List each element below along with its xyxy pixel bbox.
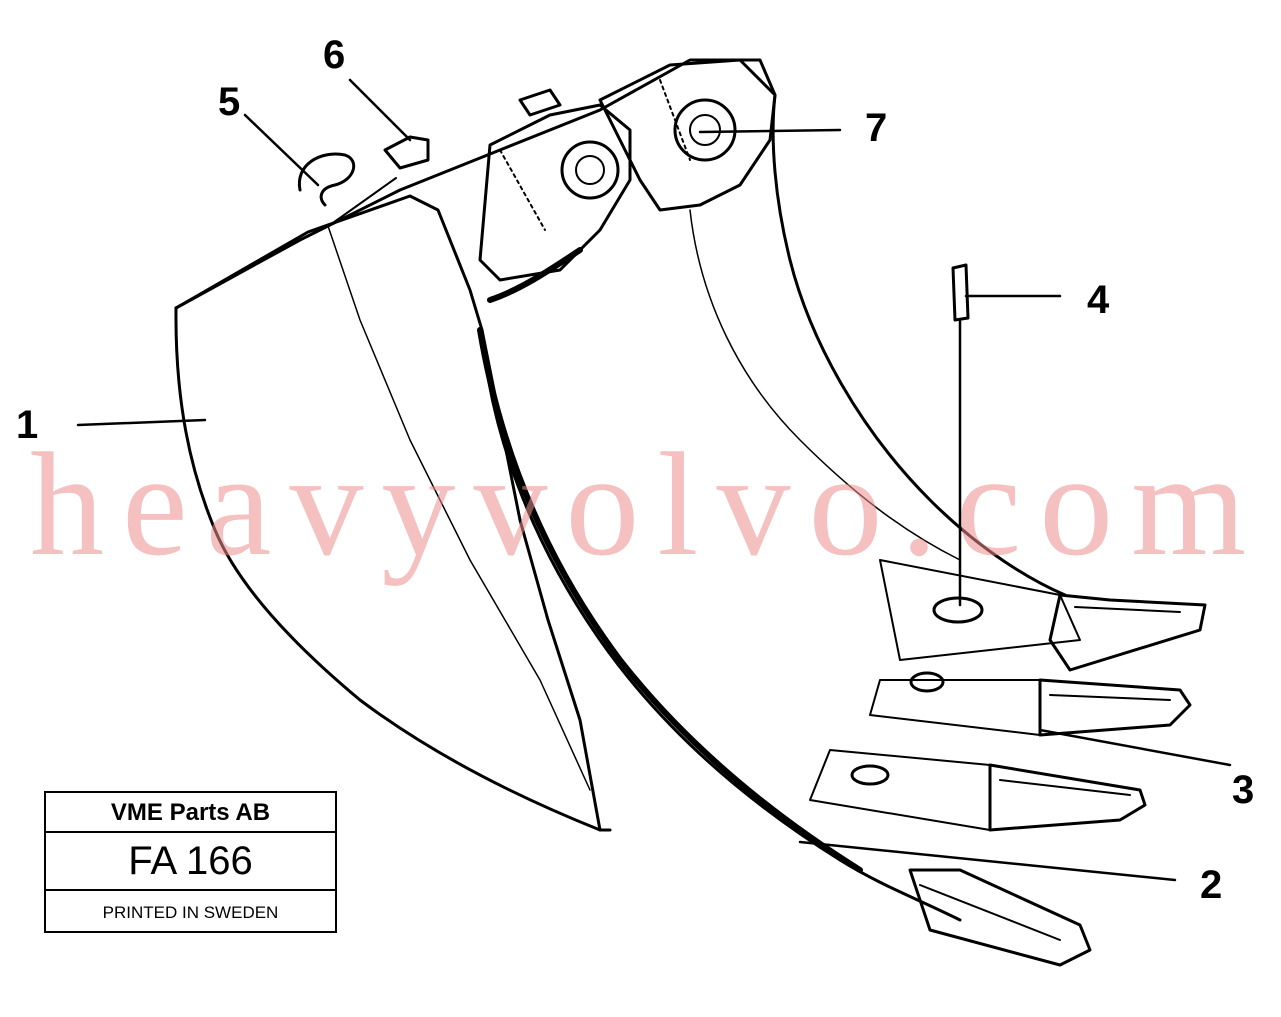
hinge-boss-right bbox=[598, 58, 777, 212]
tooth-bottom bbox=[908, 868, 1092, 967]
callout-5: 5 bbox=[218, 80, 241, 124]
side-plate-curve bbox=[174, 306, 602, 832]
callout-7: 7 bbox=[865, 106, 888, 150]
tooth-mid bbox=[1038, 678, 1192, 737]
callout-4: 4 bbox=[1087, 278, 1110, 322]
leader-2 bbox=[798, 840, 1177, 882]
callout-6: 6 bbox=[323, 33, 346, 77]
bucket-back bbox=[771, 93, 1067, 597]
pin-4 bbox=[951, 263, 970, 322]
hinge-boss-left bbox=[478, 103, 632, 282]
top-rim bbox=[174, 58, 777, 310]
callout-1: 1 bbox=[16, 403, 39, 447]
front-edge bbox=[480, 328, 962, 922]
stamp-footer: PRINTED IN SWEDEN bbox=[46, 889, 335, 933]
leader-7 bbox=[698, 128, 842, 134]
stamp-company: VME Parts AB bbox=[46, 793, 335, 833]
leader-6 bbox=[348, 78, 412, 142]
tooth-upper bbox=[1048, 593, 1207, 672]
bracket-6 bbox=[383, 135, 430, 170]
callout-2: 2 bbox=[1200, 863, 1223, 907]
side-plate-outline bbox=[174, 194, 612, 832]
callout-3: 3 bbox=[1232, 768, 1255, 812]
stamp-code: FA 166 bbox=[128, 839, 253, 883]
leader-1 bbox=[76, 418, 207, 427]
tooth-lower bbox=[988, 763, 1147, 832]
leader-5 bbox=[243, 113, 320, 187]
leader-3 bbox=[1038, 728, 1232, 767]
title-stamp: VME Parts AB FA 166 PRINTED IN SWEDEN bbox=[44, 791, 337, 933]
lifting-eye bbox=[297, 152, 356, 207]
